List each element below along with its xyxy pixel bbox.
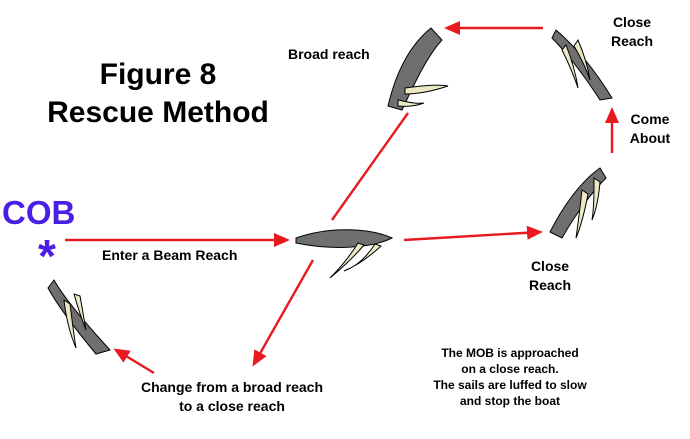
cob-marker-icon: * (38, 230, 56, 282)
label-close-reach-right-1: Close (530, 258, 570, 274)
label-broad-reach: Broad reach (288, 46, 370, 62)
label-close-reach-right-2: Reach (528, 277, 572, 293)
note-line-2: on a close reach. (461, 362, 559, 376)
cob-label: COB (2, 194, 76, 231)
arrow-to-cob-boat (113, 348, 155, 375)
boat-beam-reach (295, 229, 394, 279)
note-line-4: and stop the boat (460, 394, 560, 408)
boat-close-reach-right (549, 167, 607, 239)
label-come-about-2: About (629, 130, 671, 146)
label-close-reach-top-2: Reach (610, 33, 654, 49)
label-change-1: Change from a broad reach (140, 379, 324, 395)
note-line-1: The MOB is approached (441, 346, 579, 360)
title-line-2: Rescue Method (47, 96, 269, 129)
arrow-down-left (252, 259, 315, 367)
boat-near-cob (47, 279, 111, 355)
boat-close-reach-top (551, 29, 613, 101)
title-line-1: Figure 8 (99, 58, 217, 91)
note-line-3: The sails are luffed to slow (433, 378, 587, 392)
label-change-2: to a close reach (179, 398, 285, 414)
boat-broad-reach (387, 27, 449, 111)
label-come-about-1: Come (630, 111, 670, 127)
arrow-to-broad-reach (331, 112, 409, 221)
arrow-to-close-reach (403, 225, 543, 242)
course-arrows (65, 21, 619, 375)
label-enter-beam-reach: Enter a Beam Reach (102, 247, 238, 263)
label-close-reach-top-1: Close (612, 14, 652, 30)
